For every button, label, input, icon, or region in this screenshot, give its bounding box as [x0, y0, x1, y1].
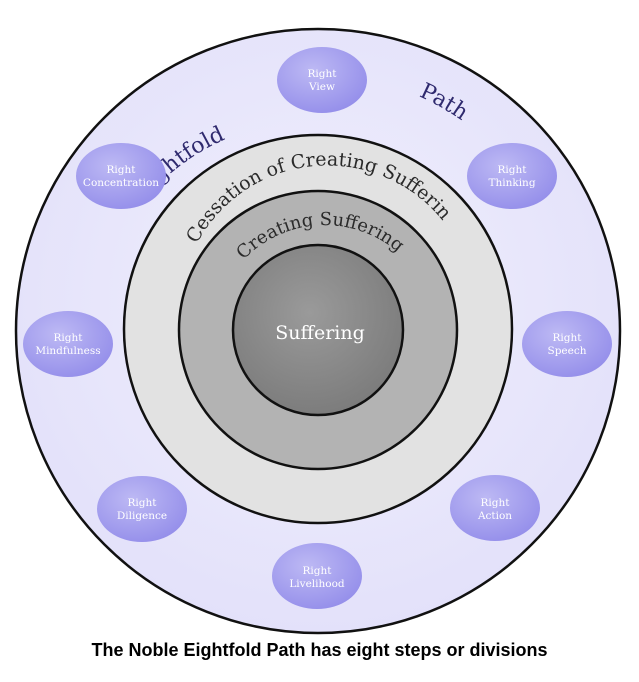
svg-text:Right: Right: [553, 332, 583, 344]
step-right-speech: Right Speech: [522, 311, 612, 377]
step-right-mindfulness: Right Mindfulness: [23, 311, 113, 377]
svg-text:Right: Right: [107, 164, 137, 176]
step-right-thinking: Right Thinking: [467, 143, 557, 209]
svg-text:View: View: [308, 81, 335, 93]
svg-text:Livelihood: Livelihood: [289, 578, 345, 590]
concentric-diagram: Eightfold Path Cessation of Creating Suf…: [0, 0, 622, 635]
step-right-diligence: Right Diligence: [97, 476, 187, 542]
svg-text:Right: Right: [308, 68, 338, 80]
step-right-concentration: Right Concentration: [76, 143, 166, 209]
svg-text:Mindfulness: Mindfulness: [35, 345, 100, 357]
svg-text:Thinking: Thinking: [488, 177, 535, 189]
svg-text:Right: Right: [128, 497, 158, 509]
svg-text:Speech: Speech: [548, 345, 587, 357]
steps-group: Right View Right Thinking Right Speech R…: [23, 47, 612, 609]
step-right-livelihood: Right Livelihood: [272, 543, 362, 609]
step-right-view: Right View: [277, 47, 367, 113]
svg-text:Right: Right: [481, 497, 511, 509]
svg-text:Action: Action: [477, 510, 512, 522]
svg-text:Concentration: Concentration: [83, 177, 159, 189]
core-circle: [231, 243, 405, 417]
svg-text:Diligence: Diligence: [117, 510, 167, 522]
label-core: Suffering: [275, 322, 365, 344]
svg-text:Right: Right: [54, 332, 84, 344]
svg-text:Right: Right: [498, 164, 528, 176]
step-right-action: Right Action: [450, 475, 540, 541]
svg-text:Right: Right: [303, 565, 333, 577]
figure-caption: The Noble Eightfold Path has eight steps…: [91, 640, 548, 660]
